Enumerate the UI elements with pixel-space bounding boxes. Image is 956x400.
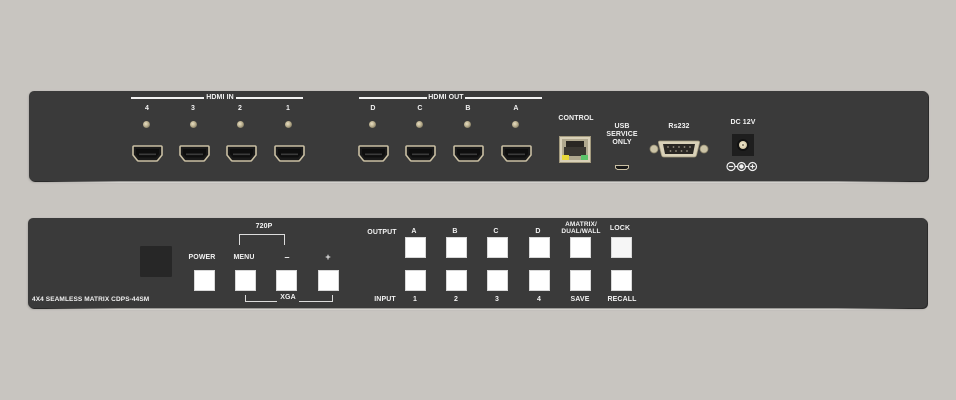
input-3-button[interactable] <box>487 270 508 291</box>
menu-label: MENU <box>233 254 255 261</box>
output-a-button[interactable] <box>405 237 426 258</box>
output-b-button[interactable] <box>446 237 467 258</box>
dc-jack-port-icon[interactable] <box>732 134 754 156</box>
hdmi-in-2-led-icon <box>237 121 244 128</box>
hdmi-out-port-label: A <box>513 105 519 112</box>
output-row-label: OUTPUT <box>367 229 397 236</box>
hdmi-out-b-led-icon <box>464 121 471 128</box>
lock-button[interactable] <box>611 237 632 258</box>
output-c-label: C <box>493 228 499 235</box>
hdmi-out-d-port-icon[interactable] <box>358 145 389 162</box>
hdmi-out-b-port-icon[interactable] <box>453 145 484 162</box>
menu-button[interactable] <box>235 270 256 291</box>
usb-label-line2: SERVICE <box>606 131 638 138</box>
rj45-port-icon[interactable] <box>559 136 591 163</box>
hdmi-out-c-port-icon[interactable] <box>405 145 436 162</box>
mode-label-line1: AMATRIX/ <box>565 221 597 228</box>
hdmi-out-line-left <box>359 97 427 99</box>
input-row-label: INPUT <box>374 296 396 303</box>
hdmi-in-port-label: 2 <box>238 105 242 112</box>
hdmi-out-a-port-icon[interactable] <box>501 145 532 162</box>
front-panel: 4X4 SEAMLESS MATRIX CDPS-44SM POWER 720P… <box>28 218 927 310</box>
input-3-label: 3 <box>495 296 499 303</box>
model-name-label: 4X4 SEAMLESS MATRIX CDPS-44SM <box>32 296 150 303</box>
hdmi-out-a-led-icon <box>512 121 519 128</box>
plus-button[interactable] <box>318 270 339 291</box>
hdmi-in-port-label: 3 <box>191 105 195 112</box>
hdmi-in-4-port-icon[interactable] <box>132 145 163 162</box>
hdmi-in-3-port-icon[interactable] <box>179 145 210 162</box>
hdmi-out-port-label: D <box>370 105 376 112</box>
dc-polarity-icon <box>726 159 758 172</box>
input-1-button[interactable] <box>405 270 426 291</box>
hdmi-in-4-led-icon <box>143 121 150 128</box>
control-label: CONTROL <box>558 115 594 122</box>
rj45-led-green <box>581 155 588 160</box>
minus-label: – <box>284 252 290 262</box>
resolution-xga-label: XGA <box>277 294 299 302</box>
output-d-label: D <box>535 228 541 235</box>
hdmi-in-title: HDMI IN <box>206 94 234 101</box>
mini-usb-port-icon[interactable] <box>615 157 629 170</box>
output-c-button[interactable] <box>487 237 508 258</box>
usb-label-line1: USB <box>614 123 630 130</box>
hdmi-out-title: HDMI OUT <box>428 94 464 101</box>
output-b-label: B <box>452 228 458 235</box>
input-4-button[interactable] <box>529 270 550 291</box>
hdmi-in-3-led-icon <box>190 121 197 128</box>
hdmi-in-port-label: 4 <box>145 105 149 112</box>
hdmi-out-line-right <box>465 97 542 99</box>
hdmi-out-d-led-icon <box>369 121 376 128</box>
recall-label: RECALL <box>607 296 637 303</box>
hdmi-out-port-label: C <box>417 105 423 112</box>
input-4-label: 4 <box>537 296 541 303</box>
recall-button[interactable] <box>611 270 632 291</box>
dc-12v-label: DC 12V <box>730 119 756 126</box>
hdmi-in-2-port-icon[interactable] <box>226 145 257 162</box>
hdmi-in-line-right <box>236 97 303 99</box>
hdmi-in-1-port-icon[interactable] <box>274 145 305 162</box>
minus-button[interactable] <box>276 270 297 291</box>
rear-panel: HDMI IN HDMI OUT 4 3 2 1 D C B A CONTROL <box>29 91 928 183</box>
mode-label-line2: DUAL/WALL <box>561 228 601 235</box>
hdmi-in-port-label: 1 <box>286 105 290 112</box>
rj45-led-yellow <box>562 155 569 160</box>
rs232-db9-port-icon[interactable] <box>649 140 709 158</box>
input-1-label: 1 <box>413 296 417 303</box>
save-button[interactable] <box>570 270 591 291</box>
power-button[interactable] <box>194 270 215 291</box>
mode-amatrix-dual-wall-button[interactable] <box>570 237 591 258</box>
input-2-button[interactable] <box>446 270 467 291</box>
ir-receiver-window <box>140 246 172 277</box>
hdmi-out-port-label: B <box>465 105 471 112</box>
save-label: SAVE <box>570 296 590 303</box>
output-a-label: A <box>411 228 417 235</box>
plus-label: + <box>325 252 331 262</box>
usb-label-line3: ONLY <box>612 139 632 146</box>
rs232-label: Rs232 <box>668 123 690 130</box>
720p-bracket <box>239 234 285 245</box>
resolution-720p-label: 720P <box>255 223 273 230</box>
hdmi-in-line-left <box>131 97 204 99</box>
power-label: POWER <box>188 254 216 261</box>
input-2-label: 2 <box>454 296 458 303</box>
lock-label: LOCK <box>609 225 631 232</box>
output-d-button[interactable] <box>529 237 550 258</box>
mode-label: AMATRIX/ DUAL/WALL <box>559 221 603 235</box>
hdmi-in-1-led-icon <box>285 121 292 128</box>
usb-label: USB SERVICE ONLY <box>605 123 639 147</box>
hdmi-out-c-led-icon <box>416 121 423 128</box>
